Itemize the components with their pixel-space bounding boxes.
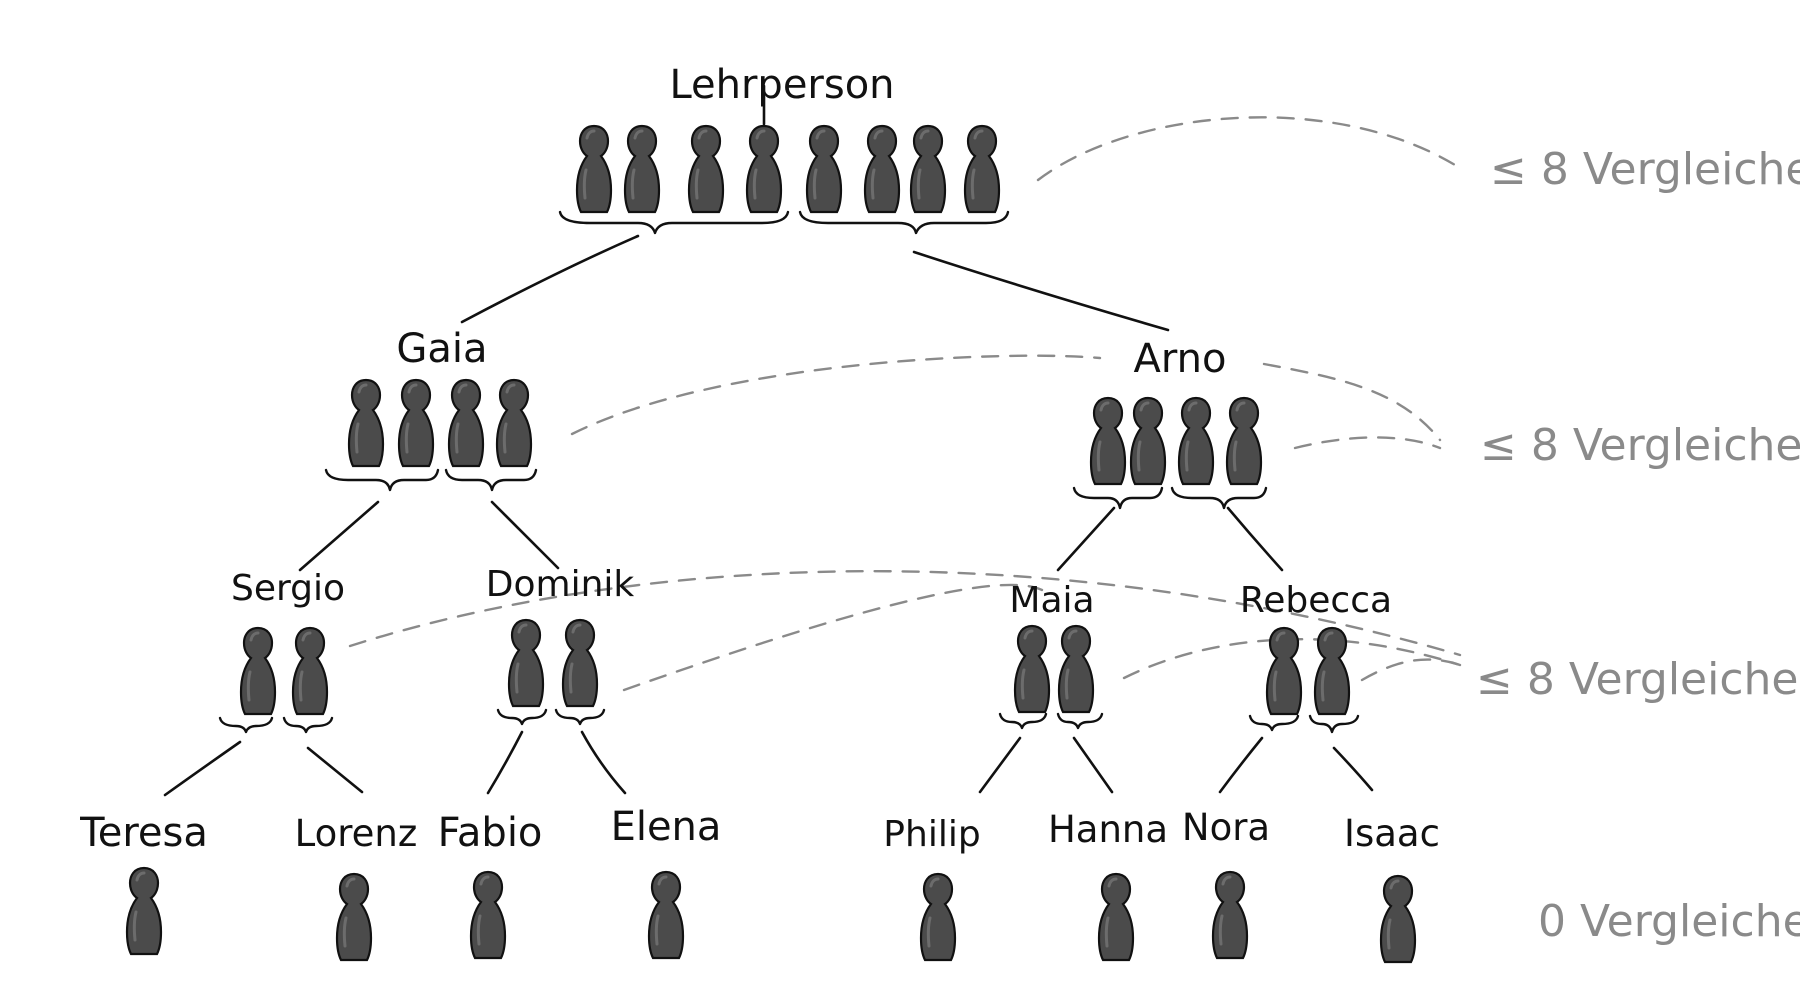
pawn-figure-icon bbox=[1177, 396, 1215, 486]
pawn-figure-icon bbox=[963, 124, 1001, 214]
node-nora: Nora bbox=[1182, 806, 1270, 960]
comparison-label-level-1: ≤ 8 Vergleiche bbox=[1480, 420, 1800, 471]
pawn-group-2 bbox=[239, 626, 329, 716]
pawn-group-2 bbox=[1265, 626, 1351, 716]
node-hanna: Hanna bbox=[1048, 808, 1168, 962]
pawn-figure-icon bbox=[447, 378, 485, 468]
tree-edges bbox=[163, 234, 1374, 797]
pawn-figure-icon bbox=[1097, 872, 1135, 962]
node-label: Philip bbox=[883, 814, 980, 855]
node-label: Isaac bbox=[1344, 812, 1440, 855]
pawn-group-4 bbox=[1089, 396, 1263, 486]
pawn-figure-icon bbox=[623, 124, 661, 214]
pawn-figure-icon bbox=[507, 618, 545, 708]
comparison-label-level-2: ≤ 8 Vergleiche bbox=[1476, 654, 1799, 705]
pawn-figure-icon bbox=[239, 626, 277, 716]
node-label: Gaia bbox=[396, 326, 487, 372]
node-label: Lehrperson bbox=[669, 62, 894, 108]
pawn-group-8 bbox=[575, 124, 1001, 214]
node-sergio: Sergio bbox=[231, 568, 345, 716]
node-label: Nora bbox=[1182, 806, 1270, 849]
pawn-group-2 bbox=[1013, 624, 1095, 714]
node-rebecca: Rebecca bbox=[1240, 580, 1392, 716]
pawn-figure-icon bbox=[561, 618, 599, 708]
node-label: Dominik bbox=[486, 564, 635, 605]
pawn-figure-icon bbox=[335, 872, 373, 962]
pawn-group-2 bbox=[507, 618, 599, 708]
node-philip: Philip bbox=[883, 814, 981, 962]
pawn-figure-icon bbox=[909, 124, 947, 214]
comparison-labels: ≤ 8 Vergleiche ≤ 8 Vergleiche ≤ 8 Vergle… bbox=[1476, 144, 1800, 947]
pawn-figure-icon bbox=[1089, 396, 1127, 486]
node-label: Maia bbox=[1009, 580, 1094, 621]
pawn-figure-icon bbox=[575, 124, 613, 214]
pawn-figure-icon bbox=[1013, 624, 1051, 714]
node-gaia: Gaia bbox=[347, 326, 533, 468]
pawn-figure-icon bbox=[919, 872, 957, 962]
node-label: Rebecca bbox=[1240, 580, 1392, 621]
node-maia: Maia bbox=[1009, 580, 1095, 714]
node-label: Fabio bbox=[438, 810, 543, 856]
pawn-figure-icon bbox=[1265, 626, 1303, 716]
pawn-figure-icon bbox=[863, 124, 901, 214]
pawn-figure-icon bbox=[1313, 626, 1351, 716]
pawn-figure-icon bbox=[291, 626, 329, 716]
pawn-figure-icon bbox=[1129, 396, 1167, 486]
pawn-figure-icon bbox=[745, 124, 783, 214]
node-elena: Elena bbox=[611, 804, 722, 960]
pawn-figure-icon bbox=[687, 124, 725, 214]
node-label: Lorenz bbox=[295, 812, 418, 855]
comparison-dash-lines bbox=[348, 116, 1462, 692]
pawn-figure-icon bbox=[125, 866, 163, 956]
pawn-figure-icon bbox=[647, 870, 685, 960]
node-lorenz: Lorenz bbox=[295, 812, 418, 962]
node-label: Elena bbox=[611, 804, 722, 850]
comparison-label-level-0: ≤ 8 Vergleiche bbox=[1490, 144, 1800, 195]
node-label: Arno bbox=[1134, 336, 1227, 382]
comparison-label-level-3: 0 Vergleiche bbox=[1538, 896, 1800, 947]
pawn-figure-icon bbox=[805, 124, 843, 214]
pawn-figure-icon bbox=[347, 378, 385, 468]
node-label: Sergio bbox=[231, 568, 345, 609]
pawn-figure-icon bbox=[1211, 870, 1249, 960]
node-lehrperson: Lehrperson bbox=[575, 62, 1001, 214]
pawn-figure-icon bbox=[397, 378, 435, 468]
node-isaac: Isaac bbox=[1344, 812, 1440, 964]
node-dominik: Dominik bbox=[486, 564, 635, 708]
node-label: Teresa bbox=[79, 810, 208, 856]
node-label: Hanna bbox=[1048, 808, 1168, 851]
pawn-figure-icon bbox=[495, 378, 533, 468]
pawn-figure-icon bbox=[1379, 874, 1417, 964]
node-fabio: Fabio bbox=[438, 810, 543, 960]
node-teresa: Teresa bbox=[79, 810, 208, 956]
pawn-figure-icon bbox=[1057, 624, 1095, 714]
pawn-figure-icon bbox=[469, 870, 507, 960]
pawn-figure-icon bbox=[1225, 396, 1263, 486]
node-arno: Arno bbox=[1089, 336, 1263, 486]
group-braces bbox=[218, 210, 1360, 734]
pawn-group-4 bbox=[347, 378, 533, 468]
